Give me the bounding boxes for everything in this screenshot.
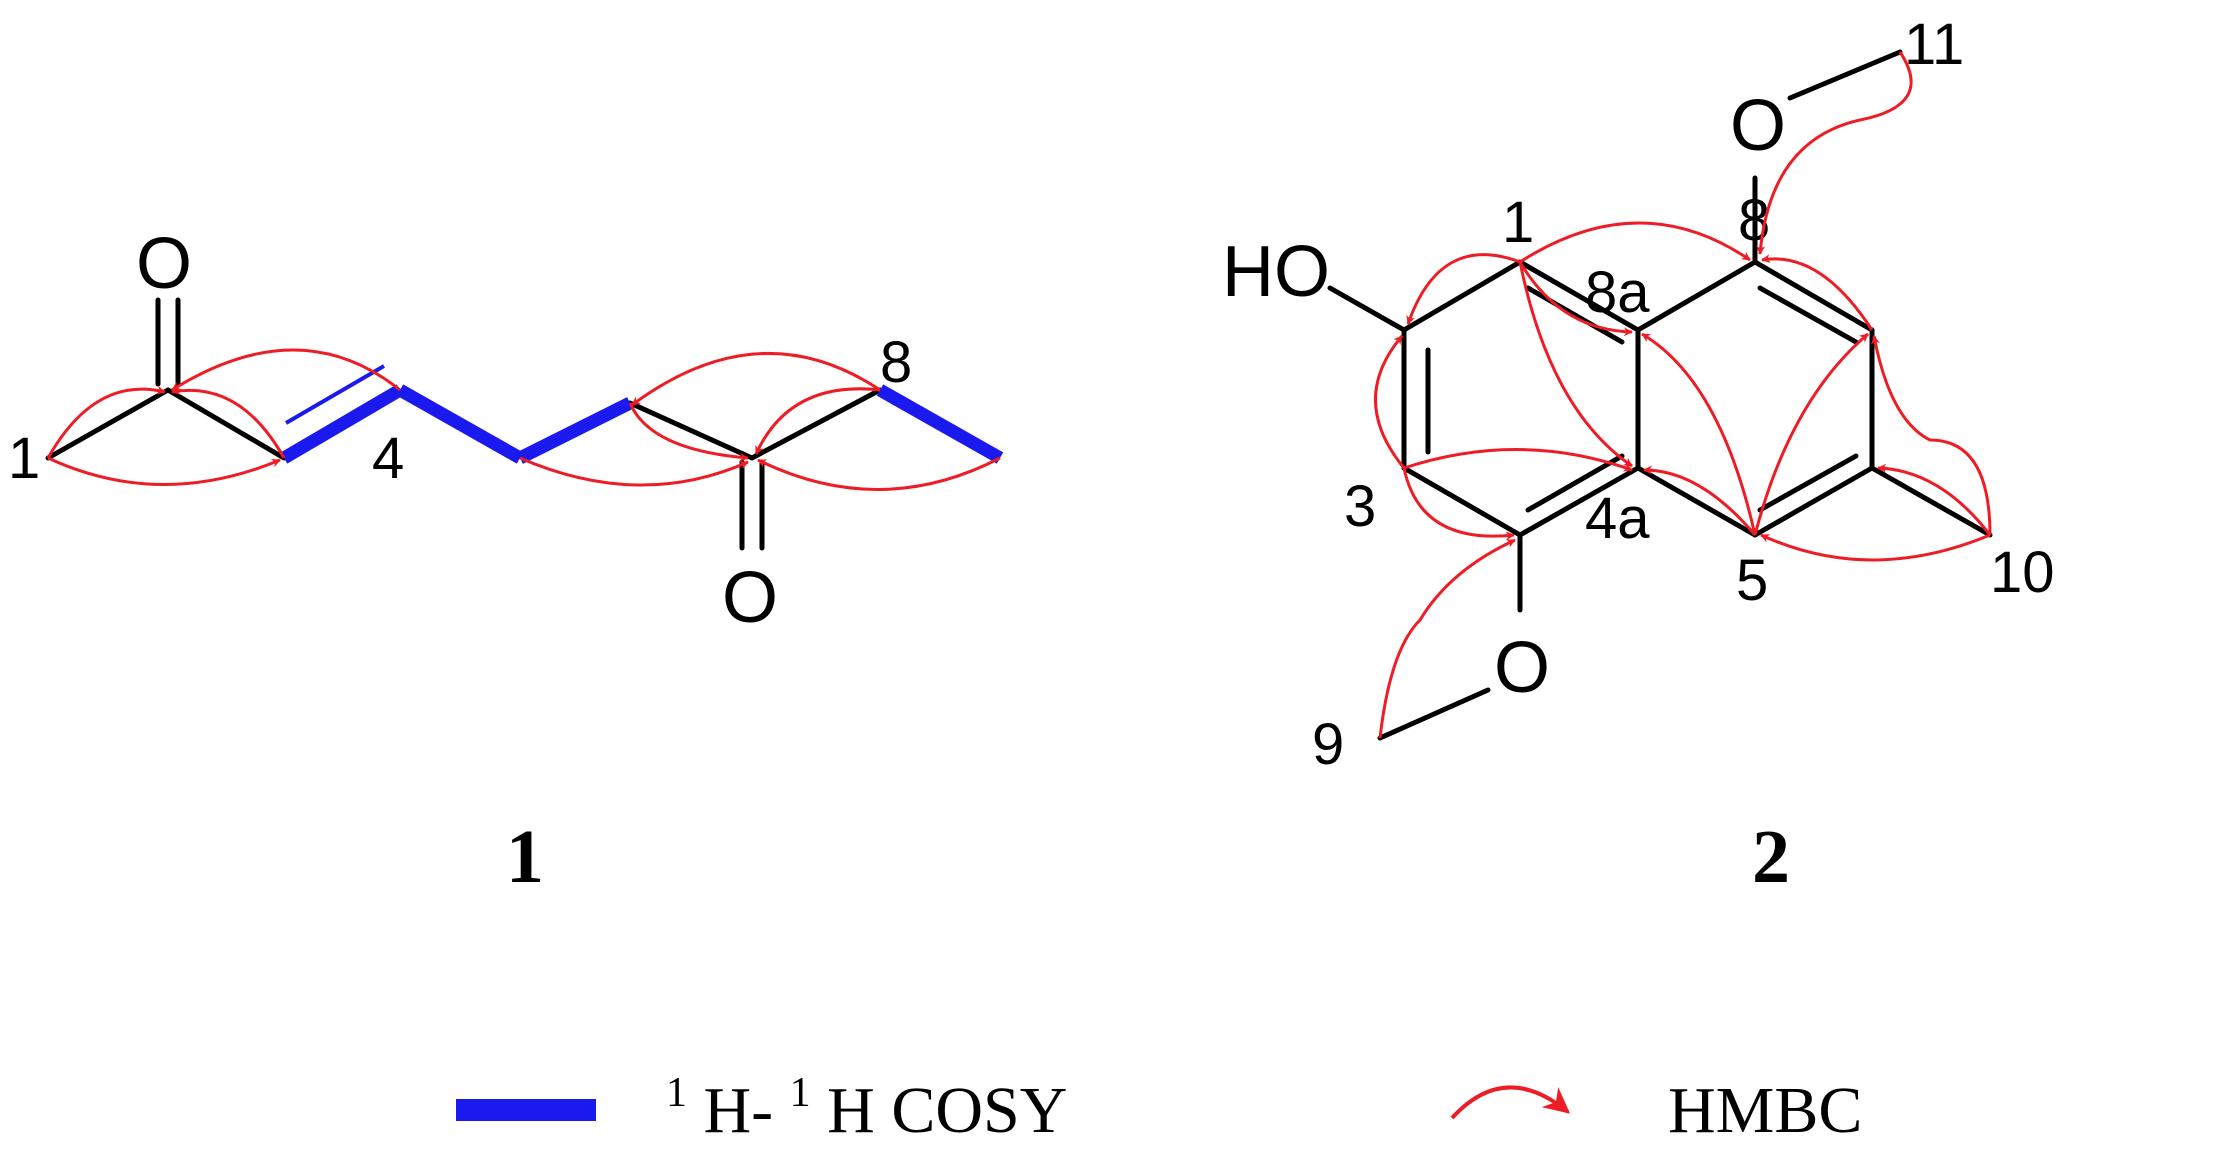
compound1-atom-4: 4 xyxy=(372,426,404,491)
cosy-bond-c3-c4 xyxy=(280,384,404,464)
cosy-bond-c4-c5 xyxy=(396,384,524,464)
compound2-oxygen-top: O xyxy=(1730,86,1786,166)
bond-c6-c10 xyxy=(1869,465,1993,538)
hmbc-h1-c8 xyxy=(1519,221,1751,264)
bond-c6-c5-inner xyxy=(1757,453,1859,513)
hmbc-h3-c4a xyxy=(1403,448,1633,472)
hmbc-h1-c4a xyxy=(1518,261,1633,468)
legend-hmbc-swatch xyxy=(1450,1085,1571,1120)
cosy-bond-c5-c6 xyxy=(517,397,633,464)
bond-c4-c4a-inner xyxy=(1525,453,1625,513)
hmbc-h1-c3 xyxy=(47,456,281,486)
bond-o-c9 xyxy=(1377,687,1491,741)
bond-c8a-c1-inner xyxy=(1525,285,1625,345)
hmbc-h8-c7 xyxy=(754,387,881,455)
hmbc-h6-c7 xyxy=(628,402,749,462)
hmbc-h10-c5 xyxy=(1760,533,1991,562)
compound2-atom-9: 9 xyxy=(1312,712,1344,777)
bond-c3-c4 xyxy=(1401,465,1523,538)
compound1-atom-1: 1 xyxy=(8,426,40,491)
hmbc-h5-c8a xyxy=(1641,332,1757,536)
compound-2: HO O O 1 3 4a 5 8 8a 9 10 11 2 xyxy=(1222,12,2055,899)
bond-c5-c4a xyxy=(1635,465,1758,538)
compound1-atom-8: 8 xyxy=(880,330,912,395)
legend-cosy-h-2: H COSY xyxy=(827,1074,1067,1147)
bond-c8-c9 xyxy=(627,400,755,461)
legend-hmbc-label: HMBC xyxy=(1668,1074,1862,1147)
compound2-hydroxyl: HO xyxy=(1222,232,1330,312)
compound2-atom-5: 5 xyxy=(1736,548,1768,613)
compound2-oxygen-bottom: O xyxy=(1494,628,1550,708)
hmbc-h8-c6 xyxy=(631,351,881,407)
hmbc-h10-c6 xyxy=(1877,463,1992,536)
hmbc-h1-c2 xyxy=(1406,253,1521,325)
bond-c2-oh xyxy=(1327,285,1407,333)
compound2-atom-10: 10 xyxy=(1990,540,2055,605)
compound2-atom-8a: 8a xyxy=(1585,260,1650,325)
legend-cosy-h-1: H- xyxy=(704,1074,774,1147)
legend-cosy-sup-1: 1 xyxy=(666,1070,687,1116)
legend-cosy-sup-2: 1 xyxy=(790,1070,811,1116)
compound-1-label: 1 xyxy=(506,815,544,899)
bond-c2-c3 xyxy=(165,387,287,461)
bond-c6-c5 xyxy=(1752,465,1875,538)
bond-c1-c2 xyxy=(45,387,171,461)
hmbc-h3-c2 xyxy=(171,386,286,459)
bond-c8-c7 xyxy=(1752,259,1875,333)
compound2-atom-1: 1 xyxy=(1502,190,1534,255)
compound1-oxygen-top: O xyxy=(136,224,192,304)
hmbc-h5-c7 xyxy=(1753,332,1869,536)
legend-cosy-label: 1 H- 1 H COSY xyxy=(666,1048,1067,1147)
hmbc-h3-c2 xyxy=(1374,335,1406,469)
hmbc-h1-c2 xyxy=(46,385,166,459)
compound-2-label: 2 xyxy=(1752,815,1790,899)
double-bond-c3-c4 xyxy=(284,364,386,425)
hmbc-h4-c2 xyxy=(171,348,401,392)
bond-c8a-c8 xyxy=(1635,259,1758,333)
cosy-bond-c8-c9 xyxy=(876,384,1004,464)
bond-o-c11 xyxy=(1787,49,1903,101)
bond-c8-c7-inner xyxy=(1757,285,1859,345)
hmbc-h1-c8a xyxy=(1518,261,1633,337)
hmbc-h10-c7 xyxy=(1871,335,1992,536)
hmbc-h9-c7 xyxy=(757,456,1001,491)
bond-c8a-c1 xyxy=(1517,259,1641,333)
hmbc-h5-c7 xyxy=(519,456,749,487)
hmbc-h11-c8 xyxy=(1756,51,1913,255)
compound2-atom-4a: 4a xyxy=(1585,486,1650,551)
bond-c1-c2 xyxy=(1401,259,1523,333)
compound2-atom-11: 11 xyxy=(1904,12,1964,77)
compound1-oxygen-bottom: O xyxy=(722,558,778,638)
bond-c7-c8 xyxy=(749,387,883,461)
hmbc-h3-c4 xyxy=(1402,467,1515,541)
bond-c4-c4a xyxy=(1517,465,1641,538)
hmbc-h9-c4 xyxy=(1378,538,1516,739)
compound-1: O O 1 4 8 1 xyxy=(8,224,1004,899)
compound2-atom-3: 3 xyxy=(1344,474,1376,539)
hmbc-h5-c4a xyxy=(1643,465,1757,536)
hmbc-h7-c8 xyxy=(1761,254,1874,331)
legend: 1 H- 1 H COSY HMBC xyxy=(456,1048,1862,1147)
